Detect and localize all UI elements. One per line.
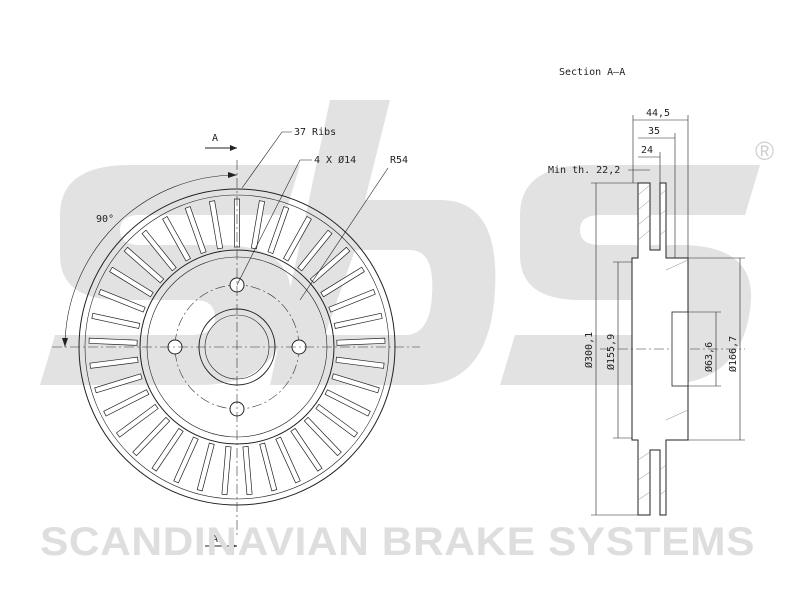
- rib: [208, 200, 224, 250]
- dim-hub-diameter: Ø166,7: [688, 257, 745, 441]
- rib: [103, 389, 150, 417]
- dia-outer-label: Ø300,1: [583, 332, 595, 368]
- dim-outer-diameter: Ø300,1: [583, 182, 638, 516]
- ribs-leader: [241, 131, 292, 189]
- dia-hub-label: Ø166,7: [727, 336, 739, 372]
- rib: [275, 436, 301, 484]
- rib: [132, 416, 171, 457]
- rib: [309, 246, 351, 284]
- section-title: Section A–A: [559, 67, 625, 78]
- dim-35: 35: [638, 126, 676, 258]
- cooling-ribs: [88, 198, 386, 496]
- angle-label: 90°: [96, 214, 114, 225]
- ribs-label: 37 Ribs: [294, 127, 336, 138]
- rib: [335, 356, 385, 369]
- bolt-leader: [236, 159, 312, 286]
- rib: [221, 446, 232, 496]
- rib: [98, 288, 146, 313]
- hub-bore-section: [671, 311, 689, 387]
- dim-35-label: 35: [648, 126, 660, 137]
- rib: [184, 206, 207, 255]
- rib: [123, 246, 165, 284]
- rib: [320, 266, 365, 298]
- rib: [88, 337, 138, 346]
- section-hatch: [637, 184, 689, 501]
- rib: [94, 373, 143, 394]
- rib: [162, 216, 191, 262]
- rib: [141, 229, 177, 272]
- section-marker-top: A: [205, 133, 237, 151]
- rib: [303, 416, 342, 457]
- rib: [259, 442, 278, 492]
- rib: [324, 389, 371, 417]
- rib: [333, 312, 383, 329]
- rib: [196, 442, 215, 492]
- rib: [109, 266, 154, 298]
- dia-hat-label: Ø155,9: [605, 334, 617, 370]
- rib: [89, 356, 139, 369]
- brand-tagline: SCANDINAVIAN BRAKE SYSTEMS: [40, 520, 755, 564]
- dim-hat-diameter: Ø155,9: [605, 261, 632, 439]
- rib: [283, 216, 312, 262]
- bolt-label: 4 X Ø14: [314, 154, 356, 166]
- rib: [290, 427, 323, 472]
- section-marker-bottom-label: A: [212, 534, 218, 545]
- sbs-watermark-logo: [40, 100, 760, 385]
- rib: [336, 337, 386, 346]
- rib: [267, 206, 290, 255]
- section-view: Section A–A 44,5 35: [548, 67, 745, 516]
- rib: [315, 403, 358, 438]
- rib: [242, 446, 253, 496]
- dim-24-label: 24: [641, 145, 653, 156]
- rib: [297, 229, 333, 272]
- angle-arc: [64, 174, 238, 348]
- rib: [331, 373, 380, 394]
- rib: [250, 200, 266, 250]
- section-marker-top-label: A: [212, 133, 218, 144]
- bolt-radius-label: R54: [390, 155, 408, 166]
- front-view: A A 90° 37 Ribs 4 X Ø14 R54: [52, 127, 420, 549]
- dim-center-bore-diameter: Ø63,6: [688, 311, 721, 387]
- rib: [91, 312, 141, 329]
- dim-24: 24: [638, 145, 661, 183]
- registered-mark: ®: [755, 136, 774, 166]
- dim-44-5: 44,5: [632, 108, 689, 258]
- min-thickness-label: Min th. 22,2: [548, 165, 620, 176]
- dim-44-5-label: 44,5: [646, 108, 670, 119]
- rib: [151, 427, 184, 472]
- dia-center-label: Ø63,6: [703, 342, 715, 372]
- section-marker-bottom: A: [205, 534, 237, 549]
- rib: [328, 288, 376, 313]
- bolt-radius-leader: [299, 167, 389, 301]
- rib: [173, 436, 199, 484]
- rib: [116, 403, 159, 438]
